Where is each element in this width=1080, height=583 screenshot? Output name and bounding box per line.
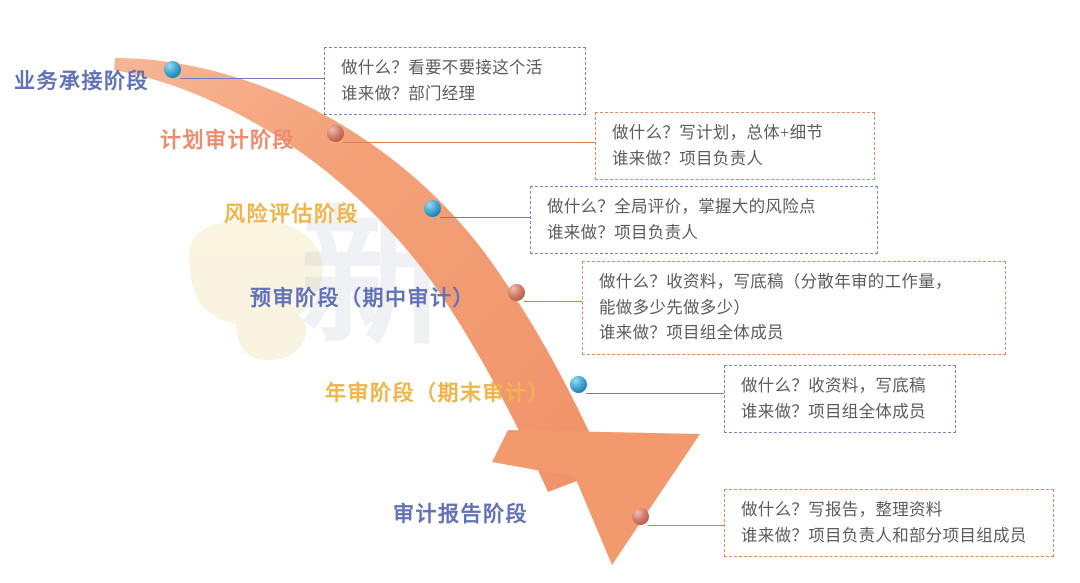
stage-marker-annual-audit[interactable] (570, 376, 587, 393)
info-box-plan-audit: 做什么？写计划，总体+细节 谁来做？项目负责人 (595, 112, 875, 181)
info-line: 谁来做？项目负责人和部分项目组成员 (741, 525, 1027, 545)
watermark-blob (188, 220, 323, 361)
info-box-business-acceptance: 做什么？看要不要接这个活 谁来做？部门经理 (324, 47, 586, 116)
stage-label-business-acceptance: 业务承接阶段 (14, 70, 149, 93)
info-line: 谁来做？项目组全体成员 (599, 323, 784, 343)
info-line: 做什么？收资料，写底稿（分散年审的工作量， (599, 272, 952, 291)
info-line: 谁来做？部门经理 (341, 83, 476, 103)
stage-label-plan-audit: 计划审计阶段 (160, 129, 295, 152)
connector-annual-audit (586, 393, 724, 394)
info-line: 谁来做？项目组全体成员 (741, 401, 926, 421)
info-line: 做什么？收资料，写底稿 (741, 376, 926, 395)
info-line: 做什么？写计划，总体+细节 (612, 123, 824, 142)
connector-business-acceptance (180, 78, 324, 79)
stage-label-audit-report: 审计报告阶段 (393, 503, 528, 526)
info-box-audit-report: 做什么？写报告，整理资料 谁来做？项目负责人和部分项目组成员 (724, 489, 1054, 558)
connector-plan-audit (343, 142, 595, 143)
stage-label-risk-assessment: 风险评估阶段 (224, 203, 359, 226)
stage-marker-business-acceptance[interactable] (164, 61, 181, 78)
info-line: 谁来做？项目负责人 (547, 222, 699, 242)
info-box-risk-assessment: 做什么？全局评价，掌握大的风险点 谁来做？项目负责人 (530, 186, 878, 255)
connector-audit-report (648, 525, 724, 526)
info-line: 能做多少先做多少） (599, 297, 751, 317)
stage-marker-audit-report[interactable] (632, 508, 649, 525)
connector-pre-audit (524, 301, 582, 302)
connector-risk-assessment (440, 217, 530, 218)
info-line: 做什么？全局评价，掌握大的风险点 (547, 197, 816, 216)
info-line: 做什么？看要不要接这个活 (341, 58, 543, 77)
stage-marker-pre-audit[interactable] (508, 284, 525, 301)
stage-label-annual-audit: 年审阶段（期末审计） (325, 382, 550, 405)
stage-marker-risk-assessment[interactable] (424, 200, 441, 217)
stage-marker-plan-audit[interactable] (327, 125, 344, 142)
arrow-head (492, 430, 700, 565)
stage-label-pre-audit: 预审阶段（期中审计） (250, 287, 475, 310)
info-line: 谁来做？项目负责人 (612, 148, 764, 168)
info-box-annual-audit: 做什么？收资料，写底稿 谁来做？项目组全体成员 (724, 365, 956, 434)
info-box-pre-audit: 做什么？收资料，写底稿（分散年审的工作量， 能做多少先做多少） 谁来做？项目组全… (582, 261, 1006, 355)
info-line: 做什么？写报告，整理资料 (741, 500, 943, 519)
